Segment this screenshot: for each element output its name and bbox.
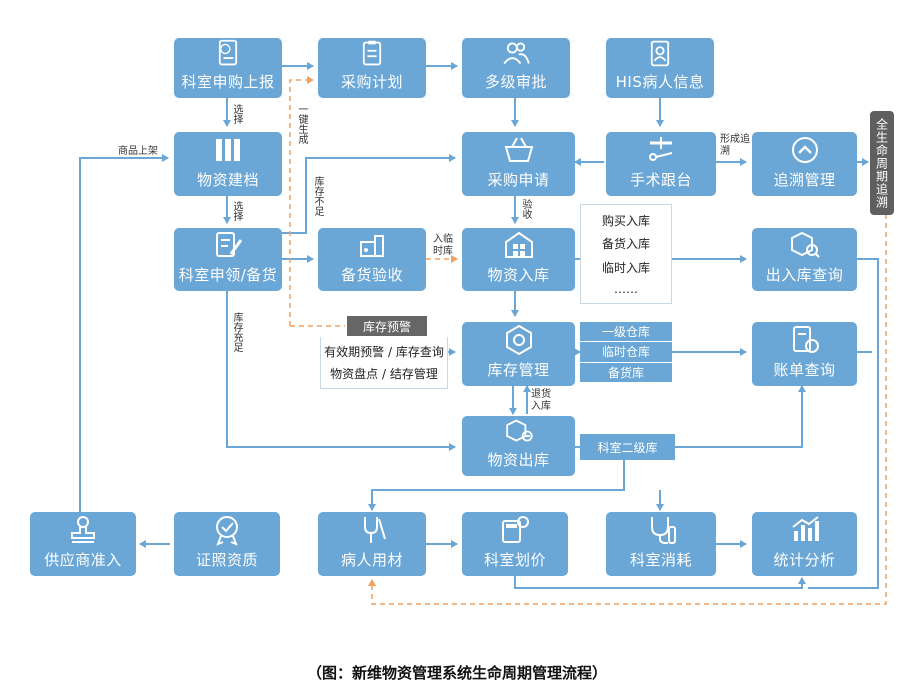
node-label: 科室消耗 — [629, 551, 692, 569]
node-label: 物资建档 — [196, 171, 259, 189]
inbound-type-item: …… — [614, 282, 638, 297]
edge-label-temp-in: 入临时库 — [433, 234, 453, 257]
dept-secondary-warehouse: 科室二级库 — [580, 434, 675, 460]
edge-label-return-in: 退货入库 — [531, 389, 551, 412]
hexagon-gear-icon — [505, 324, 532, 356]
node-label: 库存管理 — [487, 361, 550, 379]
inventory-management-node[interactable]: 库存管理 — [462, 322, 575, 386]
node-label: 手术跟台 — [629, 171, 692, 189]
box-out-icon — [505, 419, 533, 442]
node-label: 证照资质 — [195, 551, 258, 569]
certificate-badge-icon — [216, 516, 238, 546]
users-icon — [503, 42, 530, 65]
warehouse-levels-list: 一级仓库 临时仓库 备货库 — [580, 322, 672, 382]
node-label: 供应商准入 — [44, 551, 122, 569]
license-qualification-node[interactable]: 证照资质 — [174, 512, 280, 576]
dept-consumption-node[interactable]: 科室消耗 — [606, 512, 716, 576]
node-label: 账单查询 — [773, 361, 836, 379]
stock-alert-title: 库存预警 — [347, 316, 427, 336]
edge-label-form-trace: 形成追溯 — [720, 134, 750, 157]
edge-label-one-key: 一键生成 — [296, 104, 307, 144]
material-archive-node[interactable]: 物资建档 — [174, 132, 282, 196]
node-label: 物资入库 — [487, 266, 550, 284]
node-label: 统计分析 — [773, 551, 836, 569]
node-label: 追溯管理 — [773, 171, 836, 189]
bar-chart-icon — [791, 516, 819, 541]
clipboard-checklist-icon — [362, 40, 382, 66]
dept-purchase-report-node[interactable]: 科室申购上报 — [174, 38, 282, 98]
edge-label-select: 选择 — [231, 104, 242, 124]
stock-alert-line: 物资盘点 / 结存管理 — [330, 367, 438, 382]
warehouse-level-item: 临时仓库 — [580, 342, 672, 363]
node-label: 出入库查询 — [765, 266, 844, 284]
stock-inspection-node[interactable]: 备货验收 — [318, 228, 426, 291]
edge-label-stock-short: 库存不足 — [312, 176, 323, 216]
edge-label-stock-enough: 库存充足 — [231, 312, 242, 352]
multi-approval-node[interactable]: 多级审批 — [462, 38, 570, 98]
inout-query-node[interactable]: 出入库查询 — [752, 228, 857, 291]
supplier-access-node[interactable]: 供应商准入 — [30, 512, 136, 576]
warehouse-icon — [504, 231, 533, 258]
node-label: 科室申购上报 — [181, 73, 275, 91]
node-label: 多级审批 — [484, 73, 547, 91]
syringe-scissors-icon — [649, 137, 673, 161]
basket-icon — [504, 137, 533, 162]
document-yen-icon — [218, 39, 238, 66]
stock-alert-box: 有效期预警 / 库存查询 物资盘点 / 结存管理 — [320, 337, 448, 389]
inbound-type-item: 备货入库 — [601, 237, 650, 252]
bill-coin-icon — [792, 326, 819, 353]
id-badge-icon — [650, 40, 670, 67]
binders-icon — [216, 139, 240, 161]
material-inbound-node[interactable]: 物资入库 — [462, 228, 575, 291]
edge-label-acceptance: 验收 — [520, 199, 531, 219]
node-label: 科室申领/备货 — [178, 266, 278, 284]
warehouse-level-item: 备货库 — [607, 365, 644, 380]
inbound-type-item: 购买入库 — [601, 213, 650, 228]
lifecycle-trace-bar: 全生命周期追溯 — [870, 111, 894, 215]
stethoscope-icon — [651, 517, 676, 544]
warehouse-level-item: 一级仓库 — [580, 322, 672, 343]
edge-label-goods-listing: 商品上架 — [118, 146, 158, 157]
patient-usage-node[interactable]: 病人用材 — [318, 512, 426, 576]
node-label: 采购计划 — [340, 73, 403, 91]
calculator-coin-icon — [502, 516, 529, 543]
material-outbound-node[interactable]: 物资出库 — [462, 416, 575, 476]
medical-tools-icon — [364, 517, 386, 543]
bill-query-node[interactable]: 账单查询 — [752, 322, 857, 386]
node-label: 物资出库 — [487, 451, 550, 469]
dept-requisition-node[interactable]: 科室申领/备货 — [174, 228, 282, 291]
dept-pricing-node[interactable]: 科室划价 — [462, 512, 568, 576]
figure-caption: （图：新维物资管理系统生命周期管理流程） — [306, 664, 607, 682]
stock-alert-line: 有效期预警 / 库存查询 — [324, 344, 444, 359]
node-label: 科室划价 — [483, 551, 546, 569]
edit-document-icon — [216, 232, 243, 257]
warehouse-truck-icon — [360, 235, 384, 257]
purchase-plan-node[interactable]: 采购计划 — [318, 38, 426, 98]
inbound-types-box: 购买入库 备货入库 临时入库 …… — [580, 204, 672, 304]
box-search-icon — [790, 231, 820, 258]
node-label: 备货验收 — [340, 266, 403, 284]
his-patient-node[interactable]: HIS病人信息 — [606, 38, 714, 98]
trace-management-node[interactable]: 追溯管理 — [752, 132, 857, 196]
trace-link-icon — [791, 137, 818, 163]
surgery-tracking-node[interactable]: 手术跟台 — [606, 132, 716, 196]
stamp-icon — [71, 516, 95, 543]
edge-label-select: 选择 — [231, 201, 242, 221]
node-label: HIS病人信息 — [615, 73, 705, 91]
statistics-node[interactable]: 统计分析 — [752, 512, 857, 576]
node-label: 采购申请 — [487, 171, 550, 189]
purchase-request-node[interactable]: 采购申请 — [462, 132, 575, 196]
node-label: 病人用材 — [340, 551, 403, 569]
inbound-type-item: 临时入库 — [601, 260, 650, 275]
